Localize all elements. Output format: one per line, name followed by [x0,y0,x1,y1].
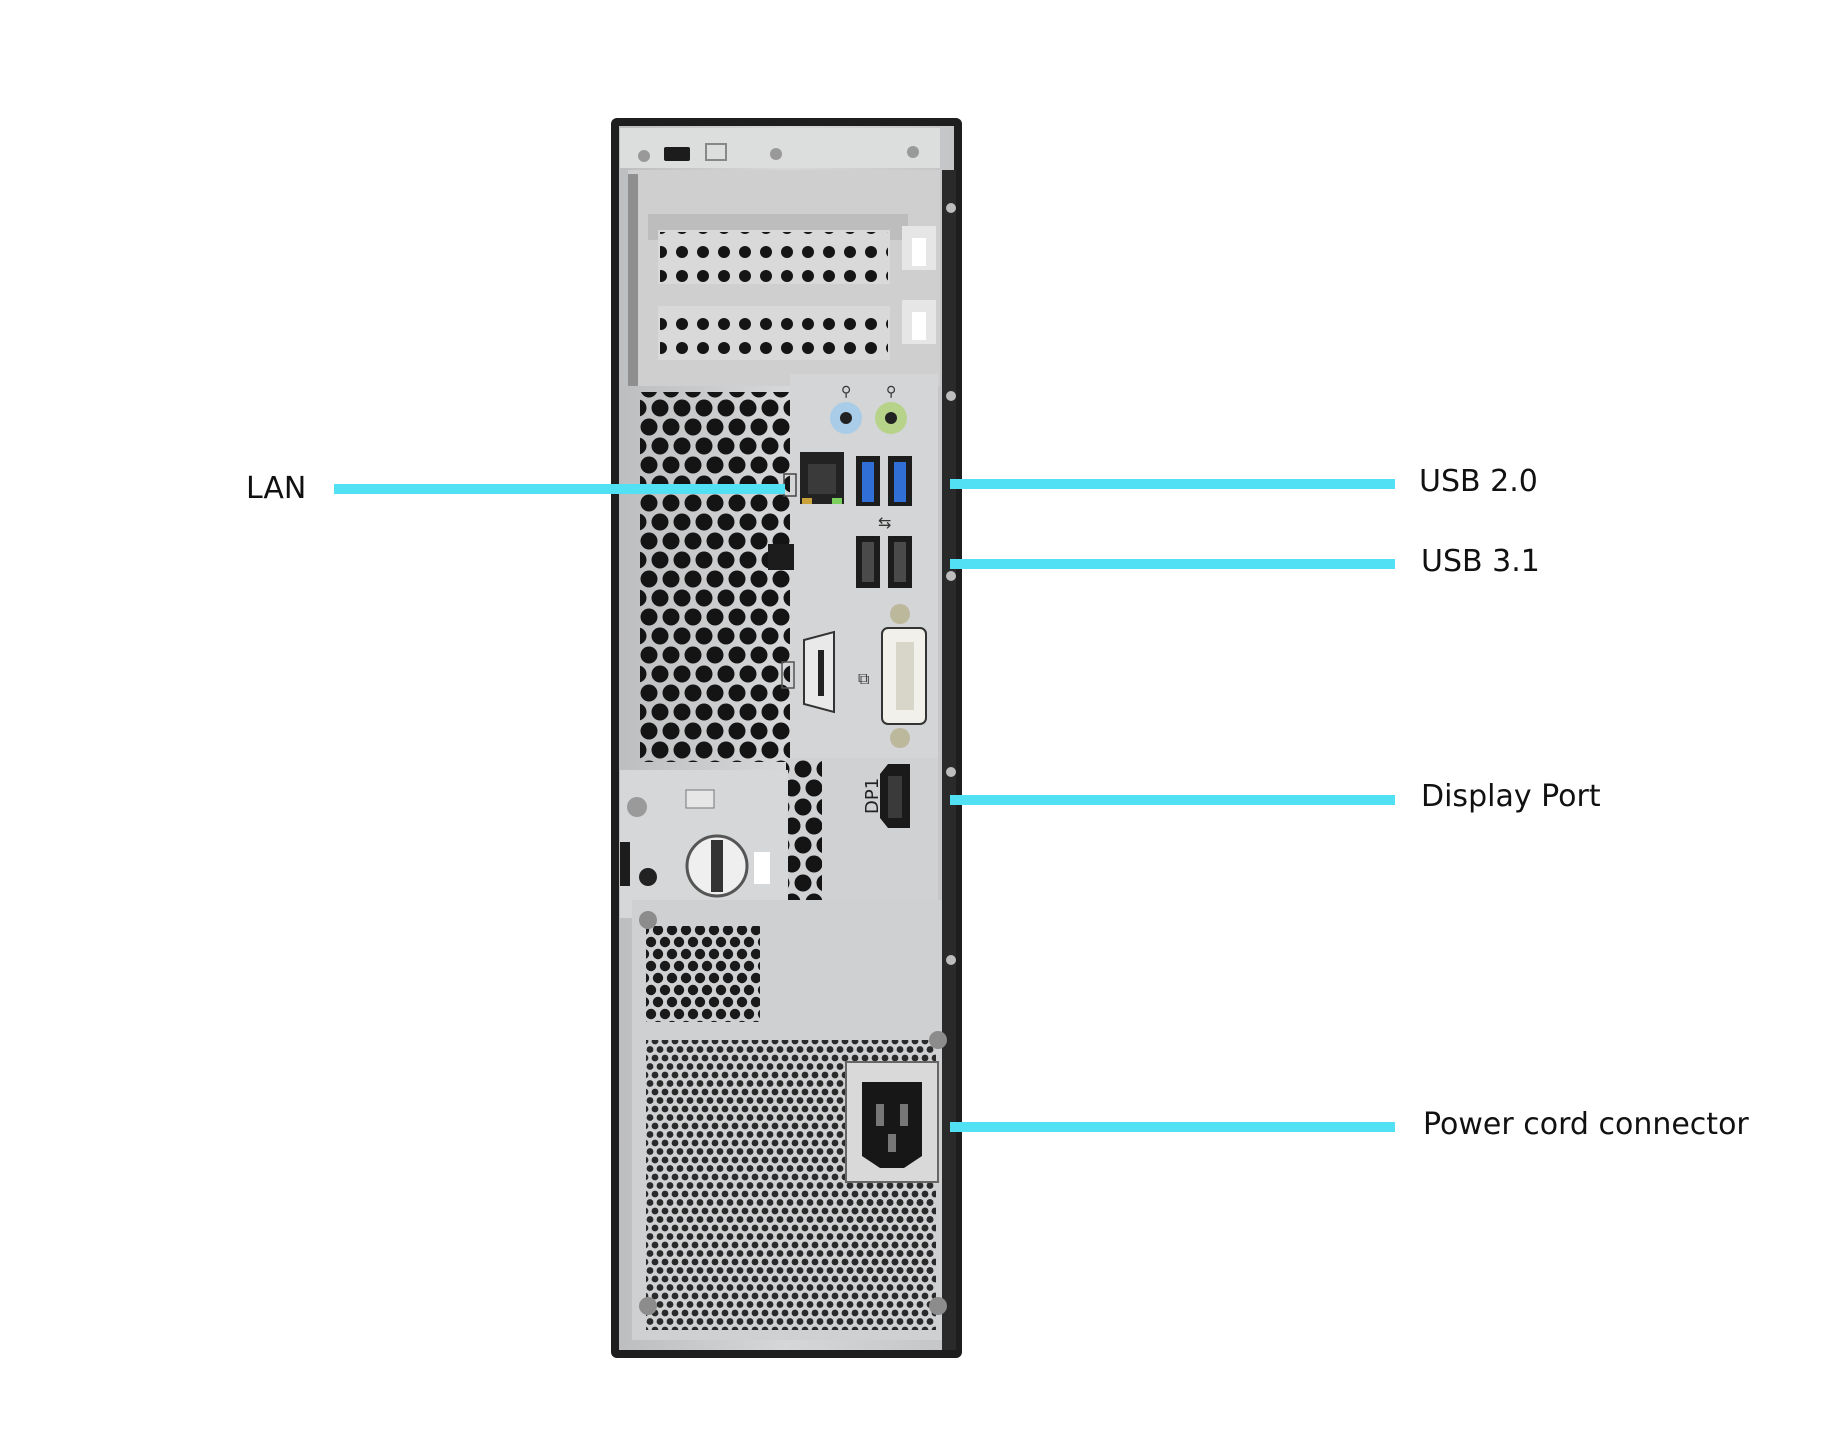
screw-icon [639,911,657,929]
svg-text:⚲: ⚲ [841,383,851,399]
svg-text:⧉: ⧉ [858,671,869,688]
lock-symbol-icon [705,143,727,161]
usb-port-icon [856,456,912,506]
audio-in-jack-icon: ⚲ [830,383,862,434]
lan-leader-line [334,484,785,494]
vga-cover-icon [781,630,835,714]
svg-text:⇆: ⇆ [878,515,891,532]
displayport-leader-line [950,795,1395,805]
screw-icon [627,797,647,817]
usb20-leader-line [950,479,1395,489]
power-cord-connector-label: Power cord connector [1423,1107,1749,1142]
displayport-icon [880,764,910,828]
svg-text:⚲: ⚲ [886,383,896,399]
dvi-port-icon: ⧉ [858,604,927,748]
lock-slot-icon [664,147,690,161]
lan-label: LAN [246,471,307,506]
lan-port-icon [783,452,844,504]
usb31-leader-line [950,559,1395,569]
screw-icon [638,150,650,162]
usb20-label: USB 2.0 [1419,464,1538,499]
dp-port-label: DP1 [862,778,883,814]
power-socket-icon [845,1061,939,1183]
displayport-label: Display Port [1421,779,1601,814]
usb31-label: USB 3.1 [1421,544,1540,579]
audio-out-jack-icon: ⚲ [875,383,907,434]
fan-grille-icon [640,392,790,762]
power-leader-line [950,1122,1395,1132]
usb2-ports [856,536,912,588]
